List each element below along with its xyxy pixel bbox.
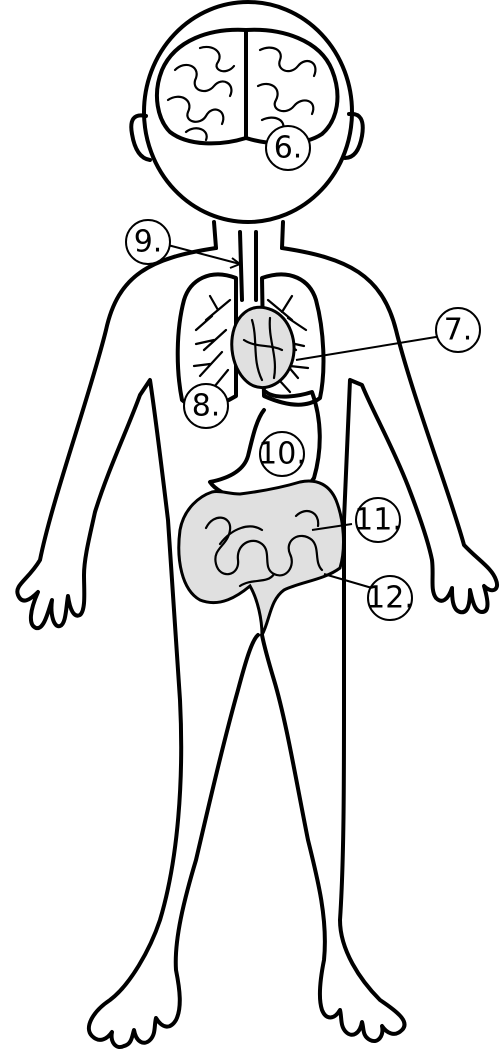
callout-brain-label: 6.	[274, 131, 303, 166]
callout-lungs: 8.	[184, 384, 228, 428]
callout-heart: 7.	[436, 308, 480, 352]
callout-small-intestine: 11.	[354, 498, 402, 542]
callout-esophagus-label: 9.	[134, 225, 163, 260]
callout-large-intestine: 12.	[366, 576, 414, 620]
callout-small-intestine-label: 11.	[354, 503, 402, 538]
callout-stomach: 10.	[258, 432, 306, 476]
callout-stomach-label: 10.	[258, 437, 306, 472]
esophagus	[240, 232, 256, 300]
callout-large-intestine-label: 12.	[366, 581, 414, 616]
callout-esophagus: 9.	[126, 220, 170, 264]
large-intestine	[179, 481, 344, 635]
callout-heart-label: 7.	[444, 313, 473, 348]
callout-brain: 6.	[266, 126, 310, 170]
callout-lungs-label: 8.	[192, 389, 221, 424]
brain	[157, 30, 338, 144]
heart	[232, 307, 294, 387]
